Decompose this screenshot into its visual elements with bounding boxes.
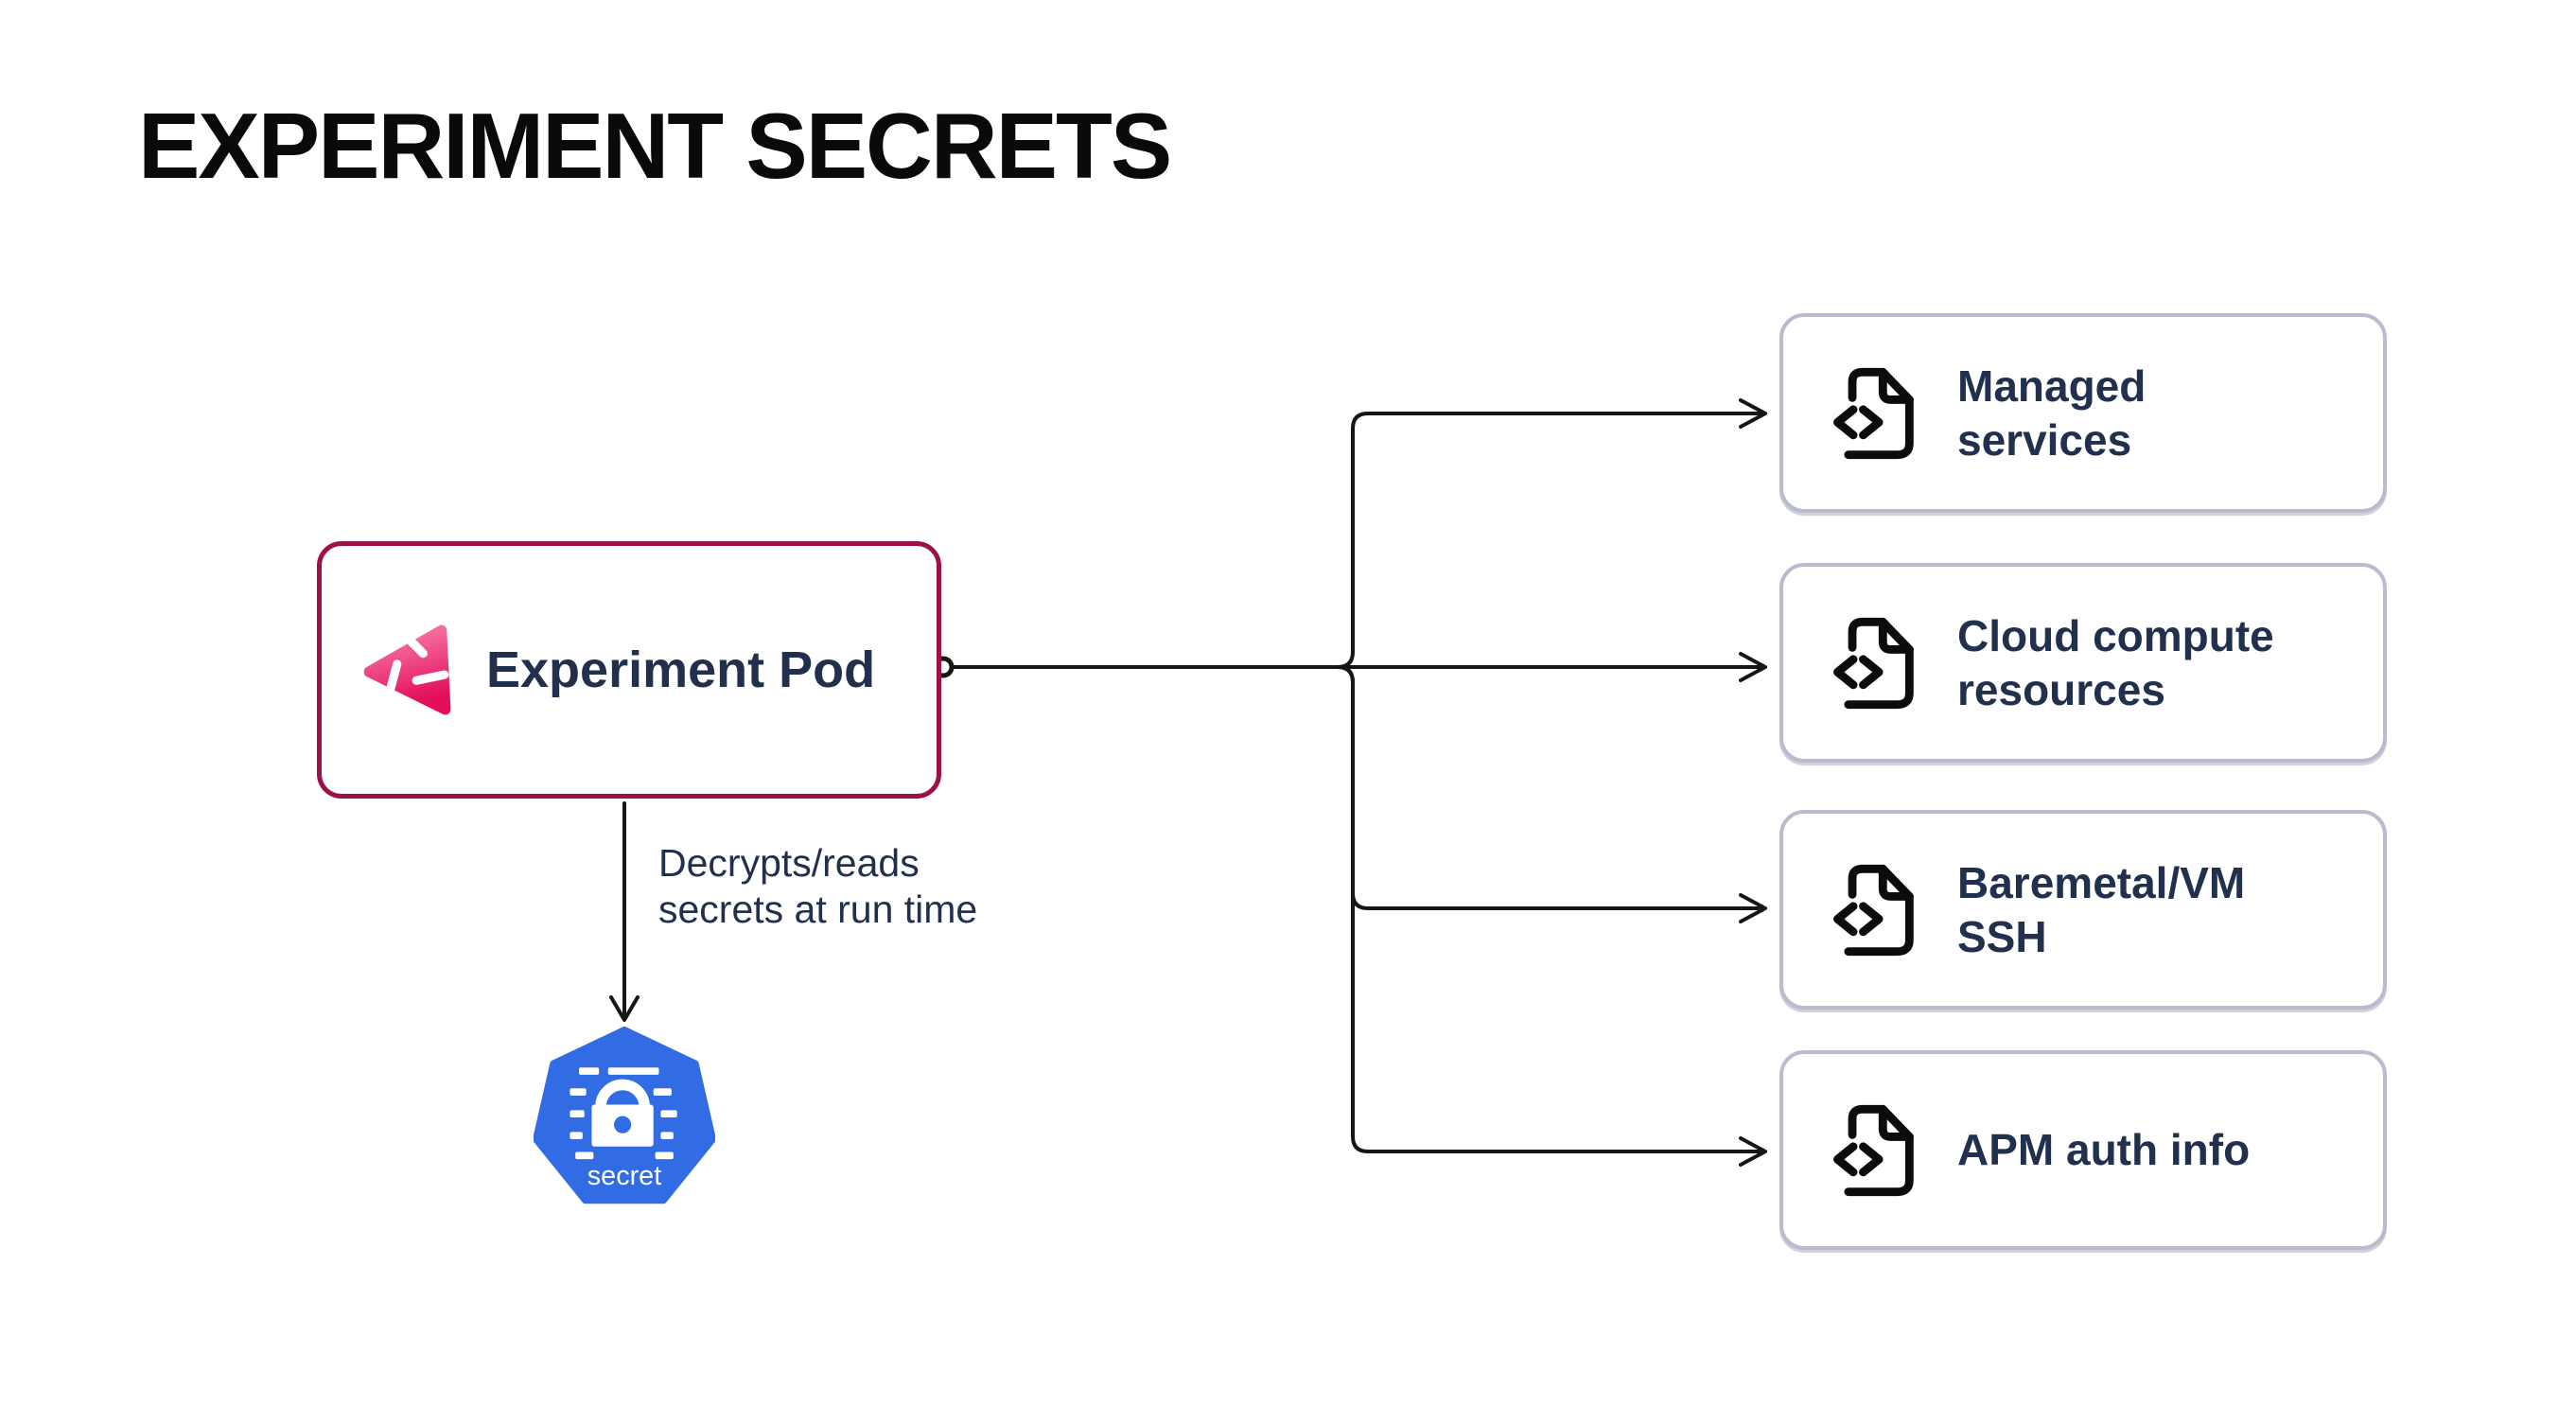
arrowhead-icon [609, 995, 640, 1022]
target-label: Managed services [1957, 361, 2147, 465]
file-code-icon [1833, 367, 1914, 459]
secret-label: secret [587, 1161, 661, 1191]
target-cloud-compute: Cloud compute resources [1779, 563, 2387, 763]
experiment-pod-node: Experiment Pod [317, 541, 941, 799]
edge-pod-to-baremetal-ssh [1336, 665, 1763, 910]
k8s-secret-node: secret [534, 1027, 715, 1208]
edge-annotation-line2: secrets at run time [658, 888, 978, 932]
edge-pod-to-apm-auth [1336, 665, 1763, 1153]
file-code-icon [1833, 617, 1914, 709]
file-code-icon [1833, 864, 1914, 956]
k8s-secret-heptagon-icon: secret [534, 1027, 715, 1204]
target-label: Cloud compute resources [1957, 611, 2274, 714]
arrowhead-icon [1739, 1136, 1767, 1167]
file-code-icon [1833, 1104, 1914, 1196]
experiment-pod-label: Experiment Pod [486, 641, 876, 698]
edge-annotation: Decrypts/reads secrets at run time [658, 840, 977, 933]
arrowhead-icon [1739, 652, 1767, 682]
edge-annotation-line1: Decrypts/reads [658, 841, 920, 885]
arrowhead-icon [1739, 398, 1767, 429]
target-apm-auth-info: APM auth info [1779, 1050, 2387, 1250]
target-managed-services: Managed services [1779, 313, 2387, 513]
arrowhead-icon [1739, 893, 1767, 923]
target-baremetal-vm-ssh: Baremetal/VM SSH [1779, 810, 2387, 1010]
target-label: Baremetal/VM SSH [1957, 858, 2246, 961]
secret-lock-icon [570, 1067, 677, 1160]
litmus-chaos-logo-icon [363, 624, 451, 715]
page-title: EXPERIMENT SECRETS [138, 94, 1172, 198]
target-label: APM auth info [1957, 1125, 2251, 1175]
edge-pod-to-managed-services [950, 412, 1763, 669]
